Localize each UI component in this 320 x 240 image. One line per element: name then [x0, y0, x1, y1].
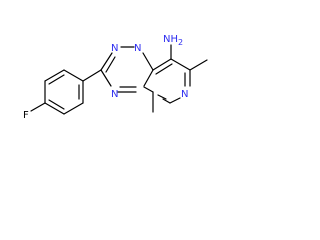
pyridine-n-label: N: [181, 89, 188, 100]
triazine-n2-label: N: [134, 43, 141, 54]
methyl-bond-top: [189, 59, 208, 71]
fluoro-label: F: [23, 110, 29, 121]
amine-label: NH2: [163, 34, 183, 47]
fluorophenyl-ring: [30, 69, 84, 115]
molecule-structure: NH2 N N N N F: [23, 34, 208, 121]
pyridine-ring: [143, 58, 191, 104]
triazine-ring: [100, 46, 154, 93]
triazine-n4-label: N: [111, 89, 118, 100]
triazine-n1-label: N: [111, 43, 118, 54]
aryl-link-bond: [82, 69, 102, 82]
